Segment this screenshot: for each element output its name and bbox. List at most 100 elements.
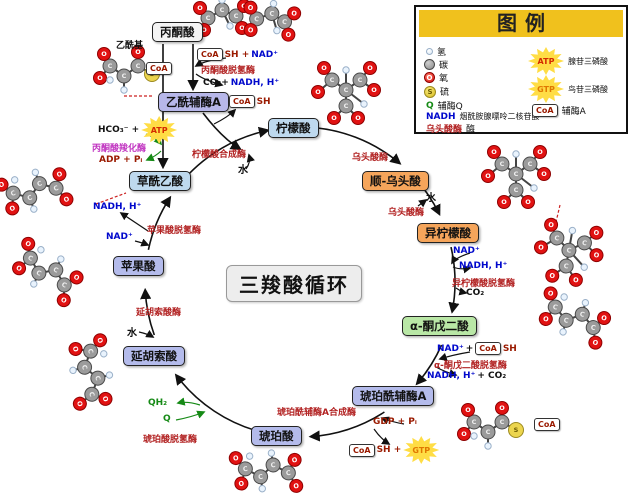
cofactor-branch-arrows — [119, 57, 472, 445]
svg-text:C: C — [581, 239, 587, 248]
hydrogen-atom-icon — [426, 48, 433, 55]
legend-nadh: NADH 烟酰胺腺嘌呤二核苷酸 — [426, 111, 540, 122]
oxygen-atom-icon: O — [424, 72, 435, 83]
svg-text:O: O — [525, 198, 531, 206]
svg-text:C: C — [108, 62, 113, 70]
svg-text:O: O — [371, 86, 377, 94]
svg-text:C: C — [269, 9, 275, 18]
svg-text:O: O — [600, 314, 608, 323]
svg-text:C: C — [122, 72, 127, 80]
svg-text:C: C — [285, 469, 291, 478]
svg-text:O: O — [95, 337, 104, 345]
node-oxaloacetate: 草酰乙酸 — [129, 171, 191, 191]
enzyme-malate-dehydrogenase: 苹果酸脱氢酶 — [147, 226, 202, 236]
svg-text:C: C — [472, 418, 477, 426]
coa-chip: CoA — [146, 62, 172, 75]
coa-chip: CoA — [532, 104, 558, 117]
svg-text:O: O — [232, 454, 239, 463]
idh-product: NADH, H⁺ — [459, 261, 508, 271]
enzyme-aconitase-2: 乌头酸酶 — [388, 208, 425, 218]
svg-text:O: O — [542, 315, 550, 324]
svg-text:O: O — [97, 74, 103, 82]
diagram-title: 三羧酸循环 — [226, 265, 362, 302]
svg-text:C: C — [52, 265, 60, 274]
svg-text:O: O — [501, 198, 507, 206]
gtp-burst: GTP — [528, 75, 564, 103]
node-fumarate: 延胡索酸 — [123, 346, 185, 366]
svg-text:C: C — [80, 364, 89, 371]
svg-text:C: C — [528, 160, 533, 168]
sdh-product-qh2: QH₂ — [148, 398, 168, 408]
legend-hydrogen: 氢 — [426, 45, 446, 58]
svg-text:C: C — [36, 179, 43, 188]
svg-text:C: C — [358, 76, 363, 84]
pdh-products: CO₂+ NADH, H⁺ — [203, 78, 280, 88]
svg-text:O: O — [75, 400, 84, 408]
svg-text:O: O — [238, 479, 245, 488]
acetylcoa-to-cycle-arrow — [202, 112, 242, 151]
svg-text:O: O — [593, 251, 600, 260]
svg-text:C: C — [552, 303, 559, 312]
enzyme-fumarase: 延胡索酸酶 — [136, 308, 182, 318]
svg-text:S: S — [514, 426, 519, 434]
coa-chip: CoA — [349, 443, 375, 457]
svg-text:C: C — [590, 323, 597, 332]
svg-text:O: O — [293, 482, 300, 491]
water-label-aconitase: 水 — [426, 193, 436, 204]
akgdh-substrates: NAD⁺ + CoA SH — [437, 342, 517, 355]
water-label-citrate-synthase: 水 — [238, 165, 248, 176]
svg-text:O: O — [461, 430, 467, 438]
svg-text:C: C — [10, 189, 17, 198]
svg-text:O: O — [538, 243, 545, 252]
svg-text:C: C — [344, 102, 349, 110]
citrate-synthase-coa-release: CoA SH — [229, 95, 271, 108]
svg-text:O: O — [537, 148, 543, 156]
svg-text:O: O — [201, 26, 207, 34]
idh-co2: CO₂ — [466, 288, 485, 298]
svg-text:O: O — [499, 404, 505, 412]
svg-text:C: C — [242, 465, 248, 474]
svg-text:C: C — [486, 428, 491, 436]
svg-text:O: O — [197, 4, 203, 12]
svg-text:O: O — [548, 221, 555, 230]
svg-text:C: C — [514, 186, 519, 194]
svg-text:O: O — [291, 456, 298, 465]
svg-text:O: O — [8, 204, 16, 214]
enzyme-pyruvate-dehydrogenase: 丙酮酸脱氢酶 — [201, 66, 256, 76]
svg-text:O: O — [593, 229, 600, 238]
svg-text:C: C — [220, 6, 225, 14]
svg-text:C: C — [87, 391, 96, 398]
pdh-substrates: CoA SH + NAD⁺ — [197, 48, 278, 61]
svg-text:O: O — [491, 148, 497, 156]
svg-text:O: O — [72, 273, 81, 283]
svg-text:O: O — [247, 3, 254, 12]
svg-text:O: O — [321, 64, 327, 72]
svg-text:O: O — [101, 50, 107, 58]
carboxylase-substrates: HCO₃⁻ + ATP — [98, 116, 178, 144]
svg-text:C: C — [500, 160, 505, 168]
coa-chip: CoA — [475, 342, 501, 355]
svg-text:O: O — [549, 272, 556, 281]
svg-text:C: C — [563, 316, 570, 325]
coa-chip: CoA — [534, 418, 560, 431]
svg-text:C: C — [254, 15, 260, 24]
svg-text:C: C — [35, 269, 43, 278]
coa-chip: CoA — [197, 48, 223, 61]
idh-substrate: NAD⁺ — [453, 246, 480, 256]
svg-text:C: C — [60, 280, 68, 289]
svg-text:O: O — [63, 195, 71, 205]
svg-text:C: C — [258, 473, 264, 482]
node-cis-aconitate: 顺-乌头酸 — [362, 171, 429, 191]
svg-text:O: O — [239, 24, 245, 32]
svg-text:O: O — [485, 172, 491, 180]
legend-atp: ATP 腺苷三磷酸 — [528, 47, 608, 75]
svg-text:O: O — [355, 114, 361, 122]
svg-text:O: O — [592, 338, 600, 347]
node-citrate: 柠檬酸 — [268, 118, 319, 138]
